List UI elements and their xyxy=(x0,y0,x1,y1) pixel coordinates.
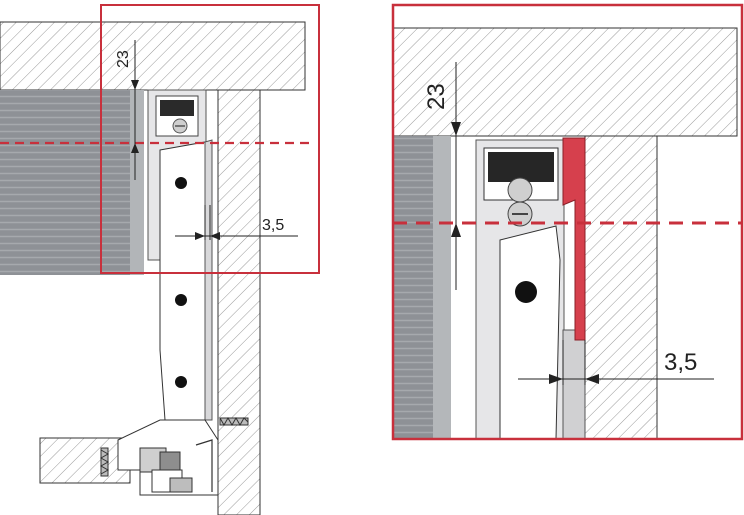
detail-runner-profile xyxy=(562,329,586,439)
dim-23-label: 23 xyxy=(115,50,132,68)
detail-view xyxy=(393,27,742,439)
dim-23-arrow-top xyxy=(131,80,139,90)
bracket-clip-black xyxy=(160,100,194,116)
detail-dim-3-5-arrow-left xyxy=(549,374,563,384)
detail-adjust-screw xyxy=(507,177,533,203)
dim-3-5-arrow-left xyxy=(195,232,205,240)
dim-3-5-arrow-right xyxy=(210,232,220,240)
detail-cabinet-side-wall xyxy=(584,135,658,439)
lower-clamp xyxy=(117,419,219,496)
detail-dim-23-label: 23 xyxy=(423,83,450,110)
detail-view-frame xyxy=(391,3,744,441)
detail-dim-23-arrow-bottom xyxy=(451,223,461,237)
detail-dim-3-5-arrow-right xyxy=(585,374,599,384)
red-locking-clip xyxy=(562,137,586,341)
screw-icon xyxy=(219,416,249,427)
detail-runner-arm xyxy=(499,225,561,439)
screw-icon xyxy=(99,447,110,477)
detail-top-panel xyxy=(393,27,738,137)
detail-drawer-side-panel xyxy=(393,136,433,439)
drawer-bottom-panel xyxy=(39,437,131,484)
mounting-hole-icon xyxy=(175,177,187,189)
drawer-side-panel xyxy=(0,90,130,275)
dim-23-arrow-bottom xyxy=(131,143,139,153)
detail-dim-23-arrow-top xyxy=(451,122,461,136)
detail-drawer-side-edge xyxy=(433,136,451,439)
runner-profile xyxy=(204,139,213,421)
cabinet-side-wall xyxy=(217,89,261,515)
mounting-hole-icon xyxy=(175,376,187,388)
mounting-hole-icon xyxy=(515,281,537,303)
overview-view: 23 3,5 xyxy=(0,4,320,515)
detail-dimensions: 23 3,5 xyxy=(391,3,744,441)
dim-3-5-label: 3,5 xyxy=(262,217,284,234)
drawer-side-edge xyxy=(130,90,144,275)
mounting-hole-icon xyxy=(175,294,187,306)
detail-highlight-frame xyxy=(100,4,320,274)
top-panel xyxy=(0,21,306,91)
detail-bracket-clip-black xyxy=(488,152,554,182)
detail-dim-3-5-label: 3,5 xyxy=(664,349,697,376)
